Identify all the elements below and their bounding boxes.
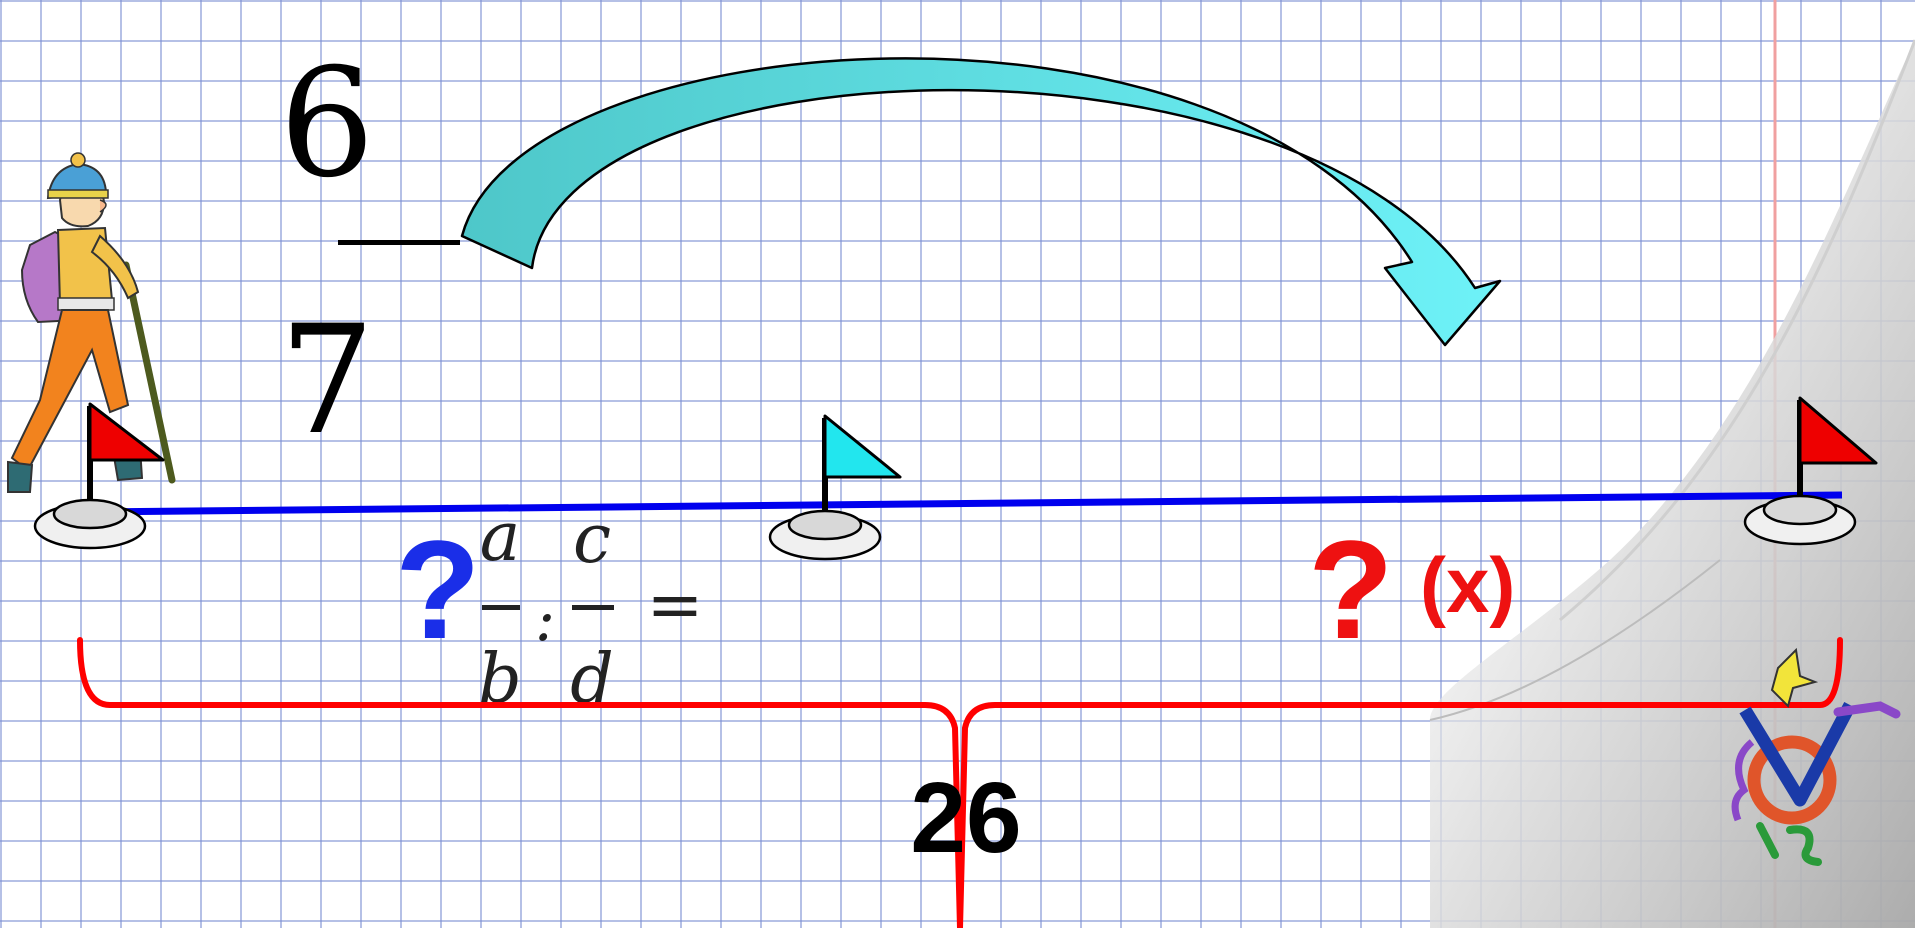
variable-label-x: (x) [1420,541,1515,629]
formula-bar-ab [482,605,520,610]
path-line [89,491,1843,516]
formula-colon: : [535,585,555,655]
total-distance-brace [77,637,1843,928]
fraction-numerator: 6 [279,37,374,211]
formula-numerator-c: c [573,500,611,579]
total-value: 26 [910,762,1021,874]
fraction-bar [338,240,460,245]
formula-numerator-a: a [480,498,521,577]
fraction-denominator: 7 [279,294,374,468]
division-formula: a b : c d = [478,498,703,719]
logo-icon [1731,647,1901,866]
middle-flag-icon [768,414,902,561]
start-flag-icon [33,402,165,550]
question-mark-first: ? [395,511,481,668]
formula-equals: = [647,566,704,645]
page-curl-icon [1429,39,1915,928]
fraction: 6 7 [279,37,460,468]
curved-arrow-icon [460,57,1502,347]
hiker-icon [7,152,176,493]
question-mark-second: ? [1308,511,1394,668]
end-flag-icon [1743,396,1878,546]
formula-bar-cd [572,605,614,610]
